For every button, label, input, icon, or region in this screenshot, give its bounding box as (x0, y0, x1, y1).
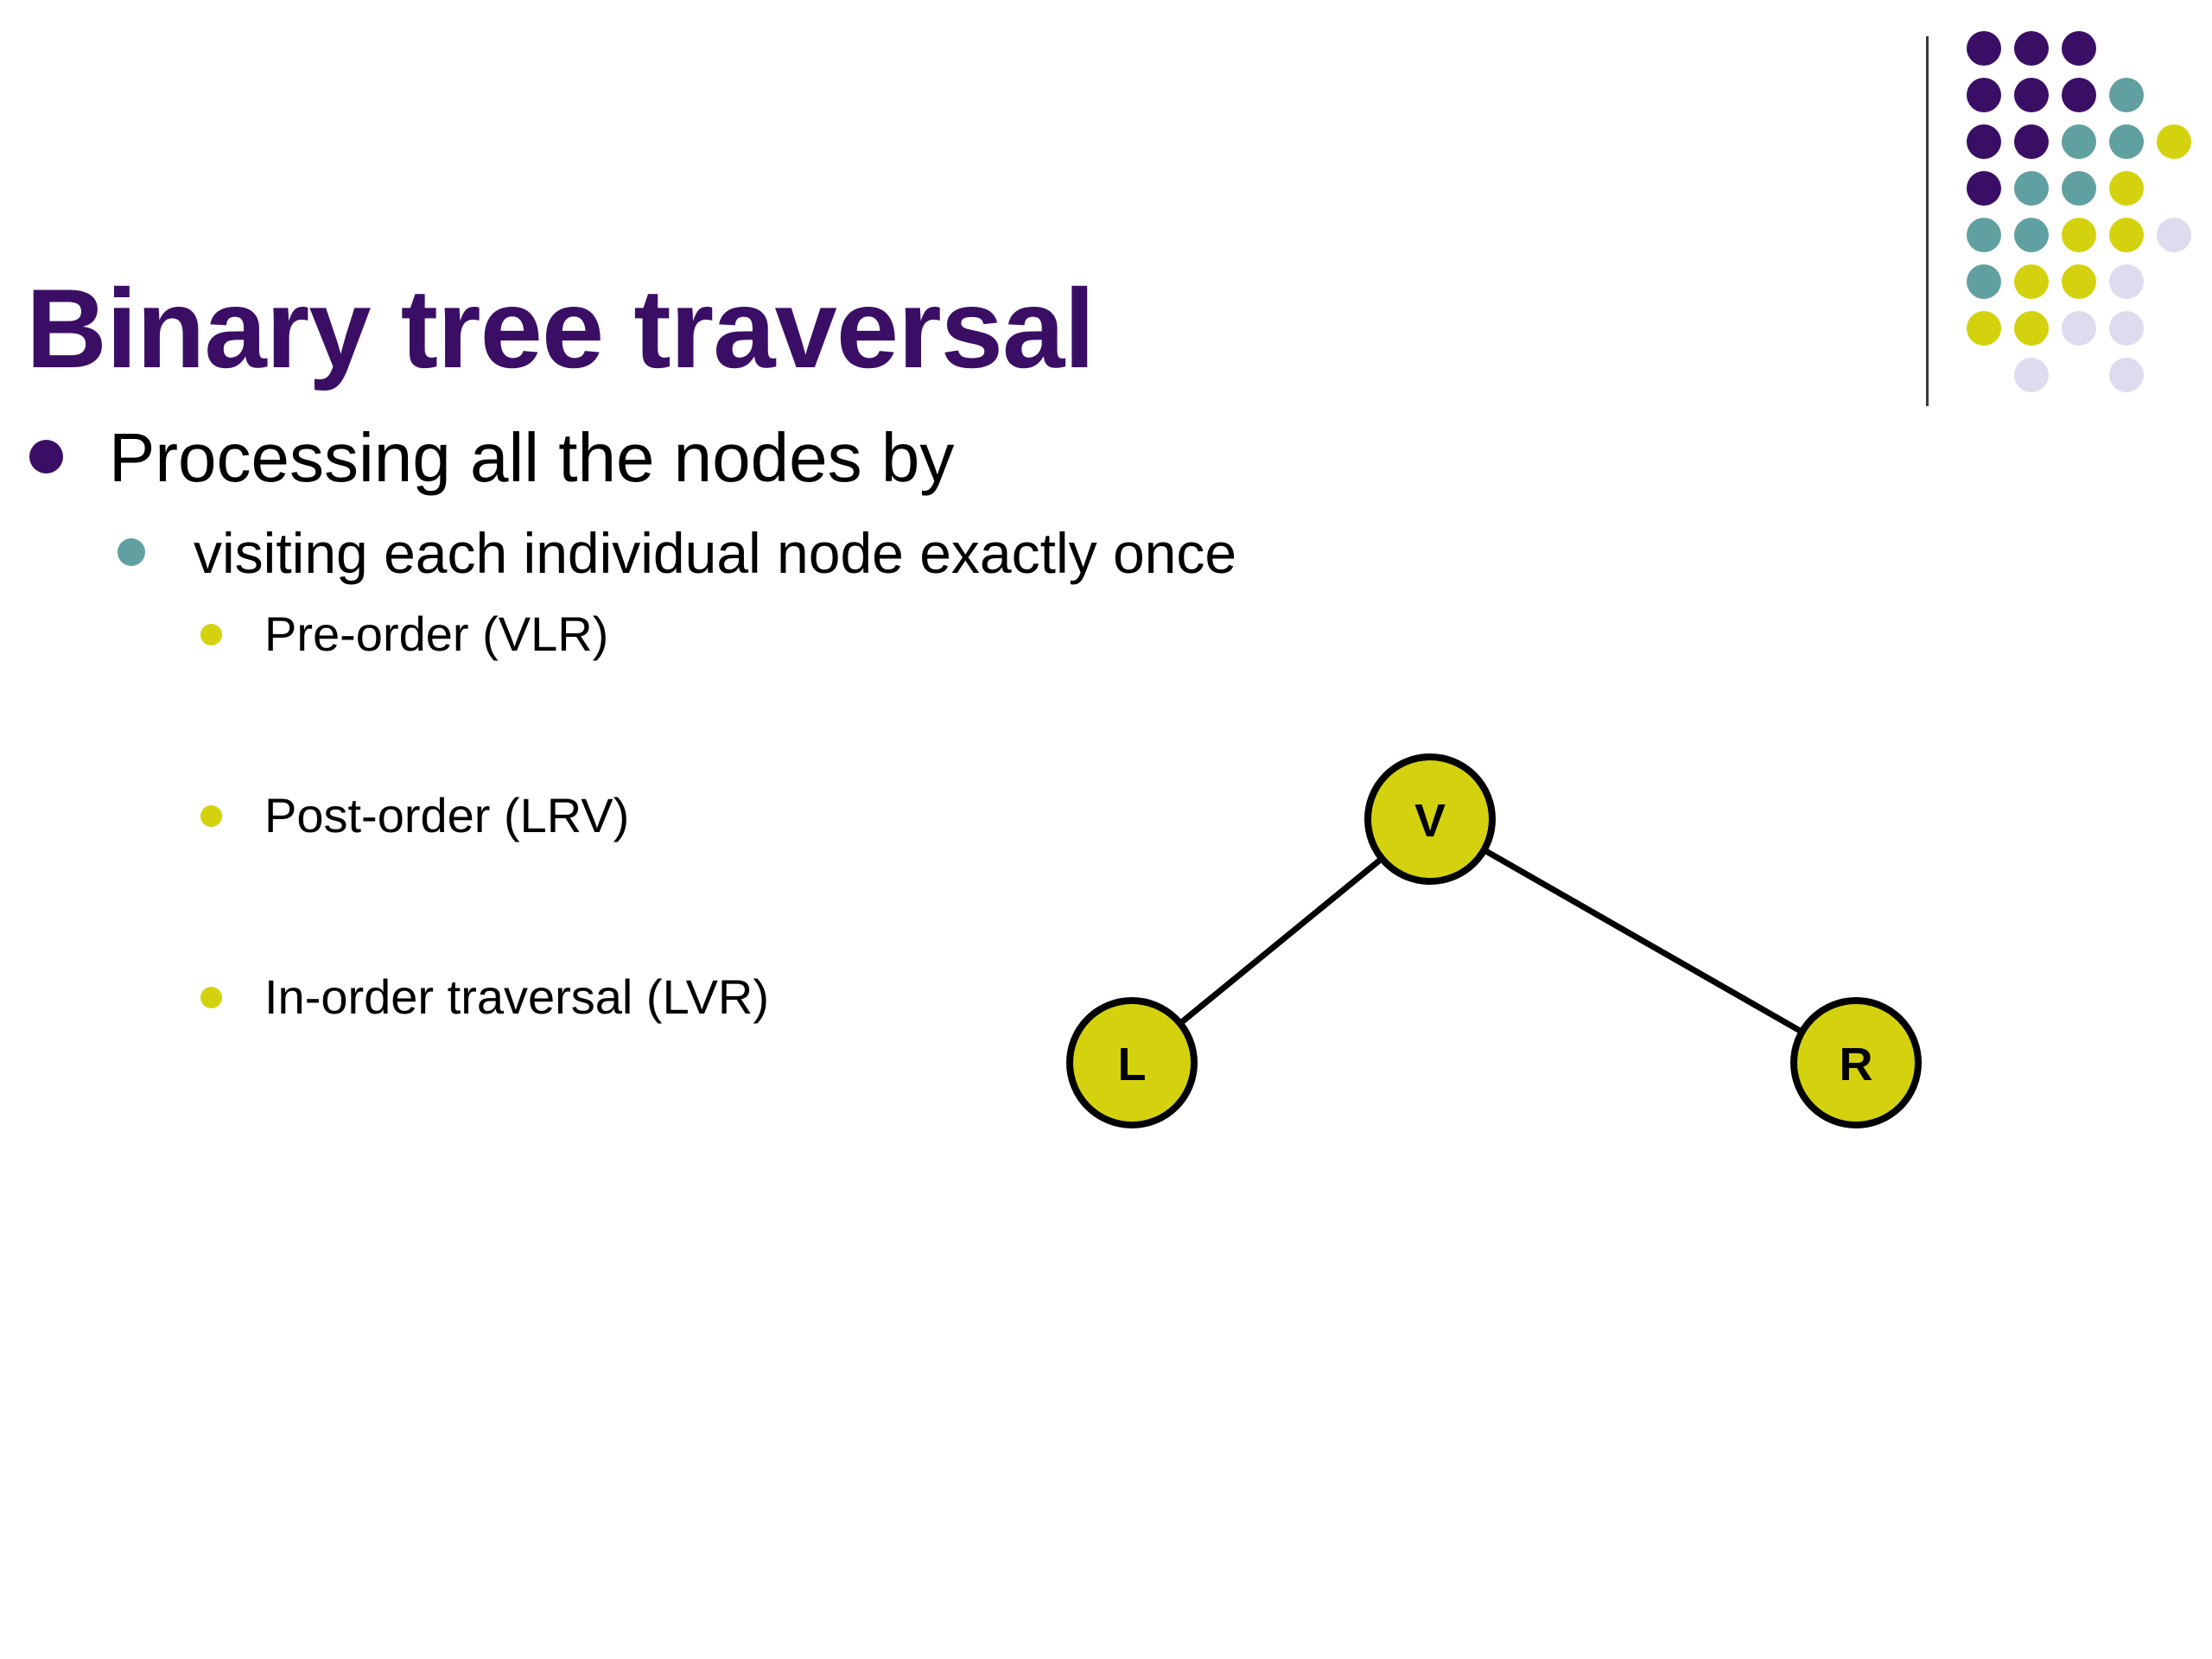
decorative-dot (1967, 218, 2001, 252)
decorative-vertical-rule (1926, 36, 1929, 406)
decorative-dot (2014, 31, 2049, 66)
decorative-dot (2014, 171, 2049, 206)
bullet-marker-level2 (118, 538, 145, 566)
decorative-dot (2109, 358, 2144, 392)
bullet-marker-level3 (200, 987, 222, 1008)
decorative-dot (2062, 78, 2096, 112)
decorative-dot (2157, 218, 2191, 252)
bullet-level2-text: visiting each individual node exactly on… (194, 521, 1237, 585)
decorative-dot (2062, 124, 2096, 159)
bullet-level3-text: In-order traversal (LVR) (264, 969, 770, 1024)
decorative-dot (2062, 171, 2096, 206)
content-body: Processing all the nodes by visiting eac… (0, 413, 1728, 1146)
tree-node-circle (1066, 997, 1198, 1128)
bullet-level3-post-order: Post-order (LRV) (0, 783, 1728, 964)
bullet-marker-level3 (200, 624, 222, 645)
decorative-dot (2109, 311, 2144, 346)
tree-node-l[interactable]: L (1066, 997, 1198, 1128)
bullet-level1: Processing all the nodes by (0, 413, 1728, 503)
decorative-dot (2062, 311, 2096, 346)
decorative-dot (1967, 264, 2001, 299)
tree-node-circle (1364, 753, 1496, 885)
decorative-dot-grid (1967, 31, 2191, 403)
page-title: Binary tree traversal (26, 265, 1095, 392)
bullet-level2: visiting each individual node exactly on… (0, 515, 1728, 591)
decorative-dot (2014, 78, 2049, 112)
decorative-dot (2062, 264, 2096, 299)
tree-node-label: L (1118, 1039, 1147, 1090)
tree-node-r[interactable]: R (1790, 997, 1922, 1128)
bullet-marker-level3 (200, 805, 222, 827)
decorative-dot (2109, 124, 2144, 159)
binary-tree-svg: V L R (1066, 753, 1922, 1128)
decorative-dot (2014, 218, 2049, 252)
tree-node-label: V (1414, 795, 1446, 847)
decorative-dot (2109, 264, 2144, 299)
bullet-level3-in-order: In-order traversal (LVR) (0, 964, 1728, 1146)
tree-node-label: R (1840, 1039, 1873, 1090)
decorative-dot (1967, 31, 2001, 66)
bullet-level3-pre-order: Pre-order (VLR) (0, 601, 1728, 783)
bullet-level1-text: Processing all the nodes by (109, 419, 955, 496)
bullet-level3-text: Pre-order (VLR) (264, 607, 609, 661)
tree-edge-v-l (1178, 855, 1384, 1027)
decorative-dot (2109, 171, 2144, 206)
decorative-dot (1967, 124, 2001, 159)
decorative-dot (2014, 264, 2049, 299)
decorative-dot (1967, 171, 2001, 206)
bullet-marker-level1 (29, 440, 63, 474)
decorative-dot (2014, 124, 2049, 159)
binary-tree-diagram: V L R (1020, 717, 1944, 1166)
decorative-dot (2109, 218, 2144, 252)
decorative-dot (2014, 311, 2049, 346)
decorative-dot (2109, 78, 2144, 112)
decorative-dot (2062, 218, 2096, 252)
bullet-level3-text: Post-order (LRV) (264, 788, 630, 842)
decorative-dot (1967, 311, 2001, 346)
decorative-dot (2062, 31, 2096, 66)
decorative-dot (1967, 78, 2001, 112)
decorative-dot (2014, 358, 2049, 392)
tree-node-circle (1790, 997, 1922, 1128)
decorative-dot (2157, 124, 2191, 159)
tree-edge-v-r (1482, 847, 1804, 1035)
tree-node-v[interactable]: V (1364, 753, 1496, 885)
